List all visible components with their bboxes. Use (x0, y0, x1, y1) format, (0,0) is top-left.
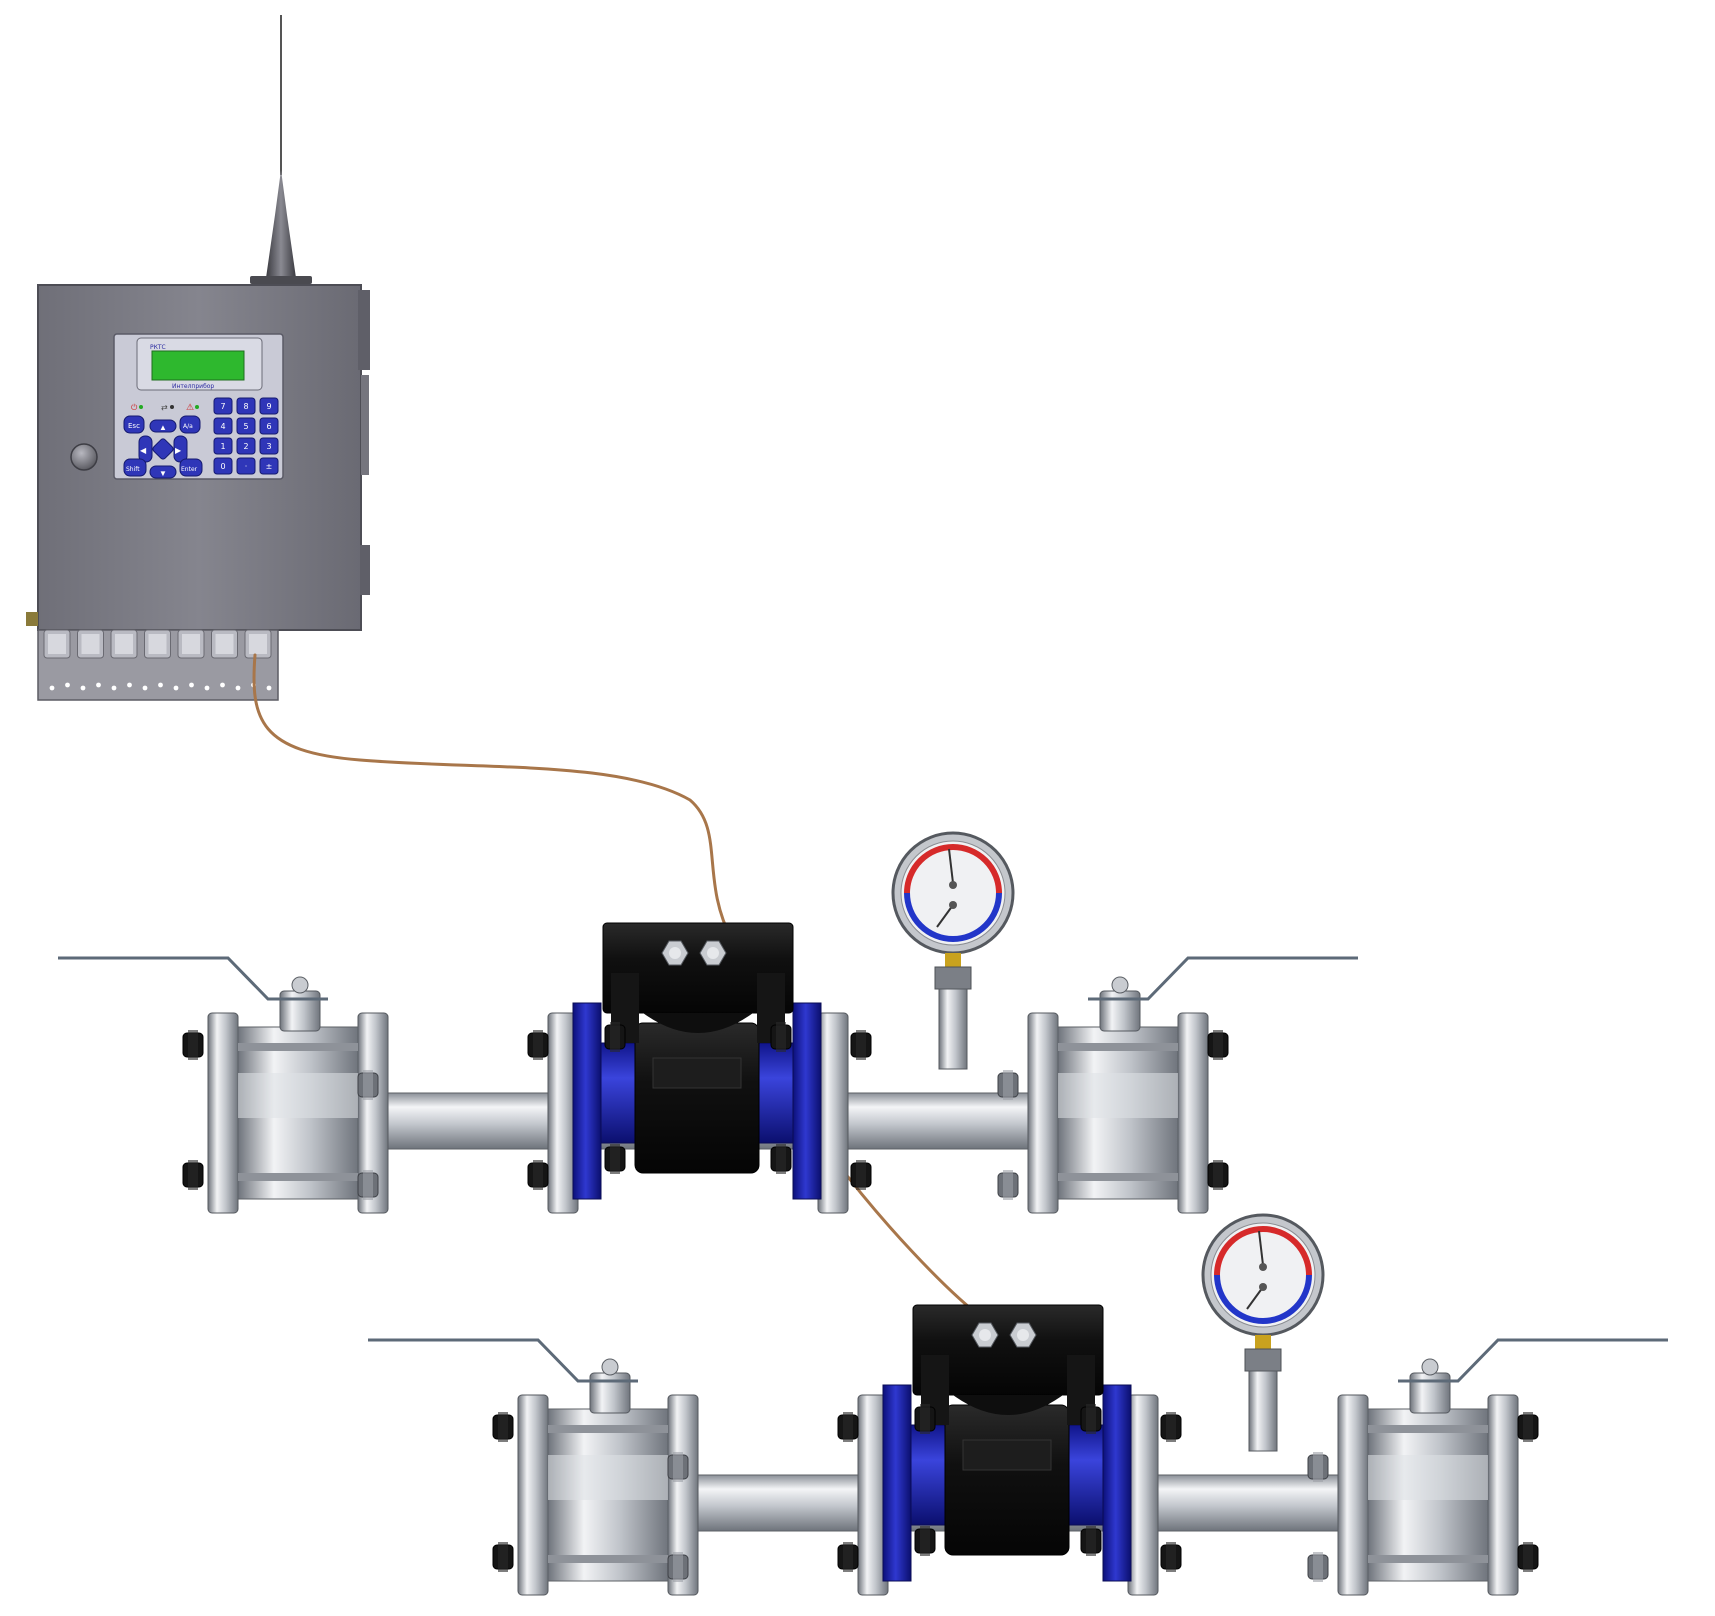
enter-key[interactable] (179, 458, 203, 477)
keypad-key[interactable] (259, 457, 279, 475)
keypad-key-label: 5 (243, 422, 248, 431)
brand-label: РКТС (150, 344, 166, 351)
valve-handle[interactable] (1398, 1338, 1668, 1383)
alarm-led-icon: ⚠ (186, 402, 194, 412)
door-lock-knob[interactable] (70, 443, 98, 471)
alt-key[interactable] (179, 415, 201, 434)
valve-handle[interactable] (58, 956, 328, 1001)
keypad-key[interactable] (236, 417, 256, 435)
valve-stem (279, 990, 321, 1032)
mounting-hole (173, 685, 179, 691)
keypad-key-label: 6 (266, 422, 271, 431)
keypad-key-label: ± (266, 462, 273, 471)
keypad-key[interactable] (236, 397, 256, 415)
numeric-keypad: 7 8 9 4 5 6 1 2 3 0 · ± (213, 397, 279, 475)
svg-text:Enter: Enter (181, 466, 198, 473)
mounting-hole (65, 682, 70, 688)
keypad-key[interactable] (259, 437, 279, 455)
flowmeter-body (944, 1404, 1070, 1556)
valve-stem (589, 1372, 631, 1414)
keypad-key-label: 1 (220, 442, 225, 451)
keypad-key[interactable] (236, 457, 256, 475)
keypad-key[interactable] (236, 437, 256, 455)
svg-text:Shift: Shift (126, 466, 140, 473)
mounting-hole (235, 685, 241, 691)
mounting-hole (158, 682, 163, 688)
keypad-key[interactable] (259, 417, 279, 435)
mounting-hole (266, 685, 272, 691)
svg-text:▶: ▶ (175, 446, 182, 455)
svg-text:▼: ▼ (159, 469, 167, 478)
steel-flange (1487, 1394, 1519, 1596)
flowmeter-flange (792, 1002, 822, 1200)
keypad-key-label: 9 (266, 402, 271, 411)
steel-flange (1027, 1012, 1059, 1214)
flowmeter-flange (572, 1002, 602, 1200)
flowmeter-body (634, 1022, 760, 1174)
lcd-display (151, 350, 245, 381)
gauge-needle (948, 848, 954, 884)
keypad-key-label: 7 (220, 402, 225, 411)
valve-handle[interactable] (368, 1338, 638, 1383)
steel-flange (1177, 1012, 1209, 1214)
valve-handle[interactable] (1088, 956, 1358, 1001)
controller-cabinet: РКТС Интелприбор ⏻ ⇄ ⚠ Esc A/a ▲ ◀ ▶ ▼ S… (26, 15, 370, 701)
mounting-hole (49, 685, 55, 691)
metering-line-upper (58, 831, 1358, 1214)
svg-text:Esc: Esc (128, 422, 140, 430)
mounting-hole (189, 682, 194, 688)
esc-key[interactable] (123, 415, 145, 434)
center-key[interactable] (152, 438, 175, 461)
flowmeter-flange (882, 1384, 912, 1582)
mounting-hole (142, 685, 148, 691)
keypad-key[interactable] (213, 457, 233, 475)
keypad-key[interactable] (213, 417, 233, 435)
keypad-key-label: 2 (243, 442, 248, 451)
arrow-down-key[interactable] (149, 465, 177, 479)
mounting-hole (96, 682, 101, 688)
keypad-key[interactable] (213, 437, 233, 455)
shift-key[interactable] (123, 458, 147, 477)
mounting-hole (127, 682, 132, 688)
keypad-key[interactable] (213, 397, 233, 415)
svg-text:◀: ◀ (140, 446, 147, 455)
power-led-icon: ⏻ (131, 403, 138, 412)
mounting-hole (80, 685, 86, 691)
mounting-hole (111, 685, 117, 691)
steel-flange (517, 1394, 549, 1596)
keypad-key-label: 0 (220, 462, 225, 471)
mounting-hole (204, 685, 210, 691)
valve-stem (1409, 1372, 1451, 1414)
steel-flange (817, 1012, 849, 1214)
antenna-icon (266, 170, 296, 278)
gauge-needle (1258, 1230, 1264, 1266)
mounting-hole (220, 682, 225, 688)
flowmeter-flange (1102, 1384, 1132, 1582)
keypad-key-label: 8 (243, 402, 248, 411)
keypad-key-label: 4 (220, 422, 225, 431)
device-name-label: Интелприбор (172, 383, 214, 390)
steel-flange (207, 1012, 239, 1214)
svg-text:▲: ▲ (159, 423, 167, 432)
keypad-key-label: 3 (266, 442, 271, 451)
keypad-key[interactable] (259, 397, 279, 415)
data-led-icon: ⇄ (161, 403, 168, 412)
keypad-key-label: · (245, 462, 248, 471)
steel-flange (1337, 1394, 1369, 1596)
valve-stem (1099, 990, 1141, 1032)
steel-flange (1127, 1394, 1159, 1596)
metering-line-lower (368, 1213, 1668, 1596)
svg-text:A/a: A/a (183, 423, 193, 430)
